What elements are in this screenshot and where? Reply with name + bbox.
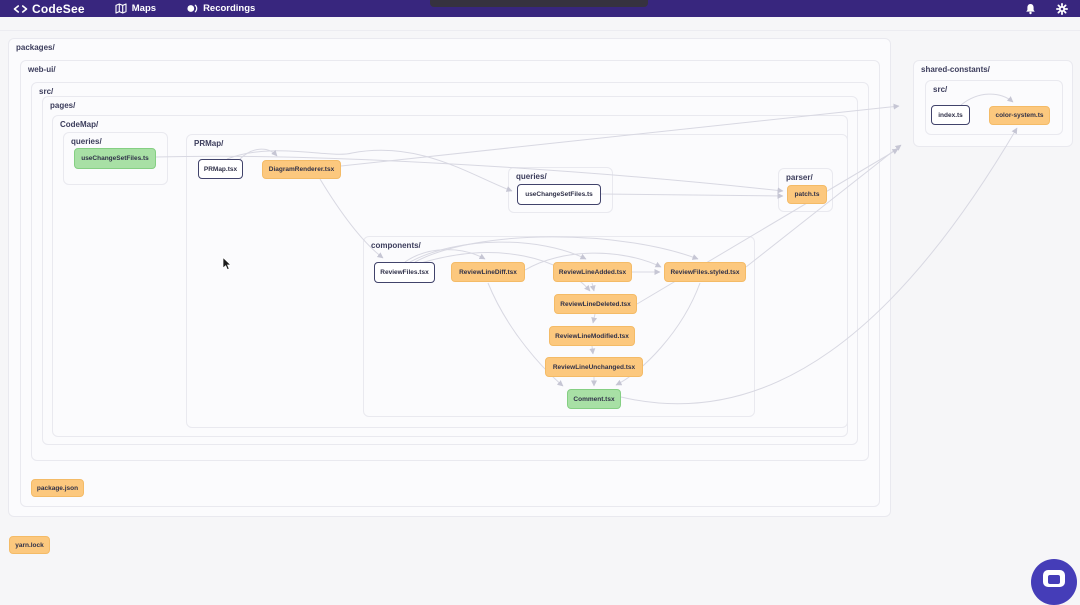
toolbar-divider	[0, 30, 1080, 31]
nav-label-recordings: Recordings	[203, 3, 256, 14]
gear-icon[interactable]	[1056, 2, 1068, 15]
folder-label: queries/	[71, 137, 102, 146]
file-node-prmap-tsx[interactable]: PRMap.tsx	[198, 159, 243, 179]
bell-icon[interactable]	[1025, 3, 1036, 15]
top-navigation-bar: CodeSee Maps Recordings	[0, 0, 1080, 17]
file-node-reviewlineunchanged-tsx[interactable]: ReviewLineUnchanged.tsx	[545, 357, 643, 377]
folder-label: pages/	[50, 101, 76, 110]
file-node-reviewlineadded-tsx[interactable]: ReviewLineAdded.tsx	[553, 262, 632, 282]
folder-label: shared-constants/	[921, 65, 990, 74]
folder-label: src/	[933, 85, 948, 94]
file-node-patch-ts[interactable]: patch.ts	[787, 185, 827, 204]
folder-label: packages/	[16, 43, 55, 52]
file-node-comment-tsx[interactable]: Comment.tsx	[567, 389, 621, 409]
folder-label: queries/	[516, 172, 547, 181]
folder-label: PRMap/	[194, 139, 224, 148]
nav-label-maps: Maps	[131, 3, 157, 14]
file-node-package-json[interactable]: package.json	[31, 479, 84, 497]
file-node-diagramrenderer-tsx[interactable]: DiagramRenderer.tsx	[262, 160, 341, 179]
nav-item-maps[interactable]: Maps	[115, 3, 156, 14]
file-node-usechangesetfiles-ts[interactable]: useChangeSetFiles.ts	[74, 148, 156, 169]
file-node-yarn-lock[interactable]: yarn.lock	[9, 536, 50, 554]
file-node-reviewfiles-styled-tsx[interactable]: ReviewFiles.styled.tsx	[664, 262, 746, 282]
file-node-index-ts[interactable]: index.ts	[931, 105, 970, 125]
codesee-logo-icon	[13, 4, 28, 13]
codesee-map-canvas[interactable]: packages/web-ui/src/pages/CodeMap/querie…	[0, 0, 1080, 577]
folder-label: web-ui/	[28, 65, 56, 74]
folder-label: src/	[39, 87, 54, 96]
screen-share-notch	[430, 0, 648, 7]
codesee-logo[interactable]: CodeSee	[13, 2, 85, 16]
recording-icon	[187, 4, 198, 13]
file-node-reviewlinediff-tsx[interactable]: ReviewLineDiff.tsx	[451, 262, 525, 282]
folder-label: CodeMap/	[60, 120, 99, 129]
folder-label: parser/	[786, 173, 813, 182]
file-node-reviewlinemodified-tsx[interactable]: ReviewLineModified.tsx	[549, 326, 635, 346]
chat-launcher-button[interactable]	[1031, 559, 1077, 605]
file-node-color-system-ts[interactable]: color-system.ts	[989, 106, 1050, 125]
folder-label: components/	[371, 241, 421, 250]
map-icon	[115, 3, 127, 14]
chat-bubble-icon	[1043, 570, 1065, 587]
file-node-usechangesetfiles-ts[interactable]: useChangeSetFiles.ts	[517, 184, 601, 205]
file-node-reviewfiles-tsx[interactable]: ReviewFiles.tsx	[374, 262, 435, 283]
file-node-reviewlinedeleted-tsx[interactable]: ReviewLineDeleted.tsx	[554, 294, 637, 314]
nav-item-recordings[interactable]: Recordings	[186, 3, 255, 14]
logo-text: CodeSee	[32, 1, 85, 16]
